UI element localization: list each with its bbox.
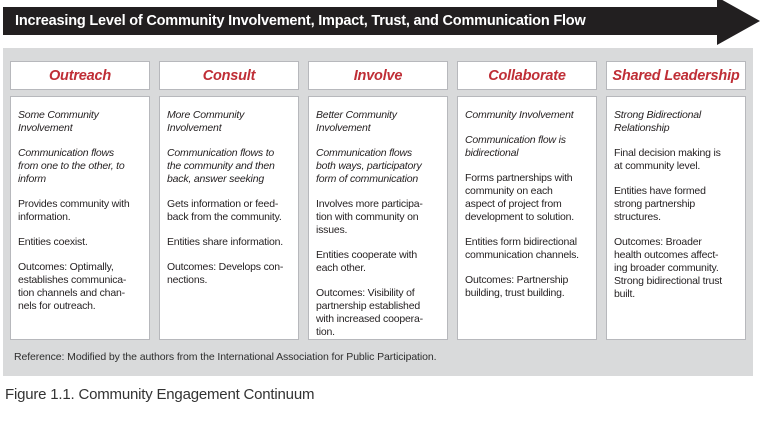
- column-header: Consult: [159, 61, 299, 90]
- paragraph: More Community Involvement: [167, 109, 245, 134]
- arrow-banner-bar: Increasing Level of Community Involvemen…: [3, 7, 717, 35]
- paragraph: Communication flows to the community and…: [167, 147, 275, 185]
- paragraph: Involves more participa- tion with commu…: [316, 198, 423, 236]
- column-title: Consult: [202, 67, 256, 84]
- paragraph: Outcomes: Partnership building, trust bu…: [465, 274, 569, 299]
- paragraph: Outcomes: Optimally, establishes communi…: [18, 261, 127, 312]
- paragraph: Outcomes: Develops con- nections.: [167, 261, 284, 286]
- column-title: Collaborate: [488, 67, 566, 84]
- column-title: Involve: [353, 67, 403, 84]
- figure-caption: Figure 1.1. Community Engagement Continu…: [5, 386, 315, 403]
- paragraph: Communication flow is bidirectional: [465, 134, 566, 159]
- paragraph: Entities coexist.: [18, 236, 88, 248]
- paragraph: Outcomes: Visibility of partnership esta…: [316, 287, 423, 338]
- column-header: Involve: [308, 61, 448, 90]
- column-header: Shared Leadership: [606, 61, 746, 90]
- reference-note: Reference: Modified by the authors from …: [14, 351, 437, 363]
- paragraph: Final decision making is at community le…: [614, 147, 721, 172]
- paragraph: Outcomes: Broader health outcomes affect…: [614, 236, 723, 300]
- paragraph: Entities form bidirectional communicatio…: [465, 236, 579, 261]
- arrow-banner: Increasing Level of Community Involvemen…: [3, 0, 763, 48]
- paragraph: Communication flows from one to the othe…: [18, 147, 125, 185]
- column-title: Shared Leadership: [612, 67, 740, 84]
- arrow-head-icon: [717, 0, 760, 45]
- paragraph: Entities have formed strong partnership …: [614, 185, 706, 223]
- paragraph: Entities share information.: [167, 236, 283, 248]
- paragraph: Entities cooperate with each other.: [316, 249, 418, 274]
- paragraph: Strong Bidirectional Relationship: [614, 109, 702, 134]
- column-header: Collaborate: [457, 61, 597, 90]
- paragraph: Gets information or feed- back from the …: [167, 198, 282, 223]
- column-title: Outreach: [48, 67, 112, 84]
- paragraph: Community Involvement: [465, 109, 574, 121]
- paragraph: Forms partnerships with community on eac…: [465, 172, 575, 223]
- paragraph: Communication flows both ways, participa…: [316, 147, 422, 185]
- arrow-banner-title: Increasing Level of Community Involvemen…: [15, 13, 586, 29]
- paragraph: Better Community Involvement: [316, 109, 397, 134]
- paragraph: Provides community with information.: [18, 198, 130, 223]
- paragraph: Some Community Involvement: [18, 109, 99, 134]
- column-header: Outreach: [10, 61, 150, 90]
